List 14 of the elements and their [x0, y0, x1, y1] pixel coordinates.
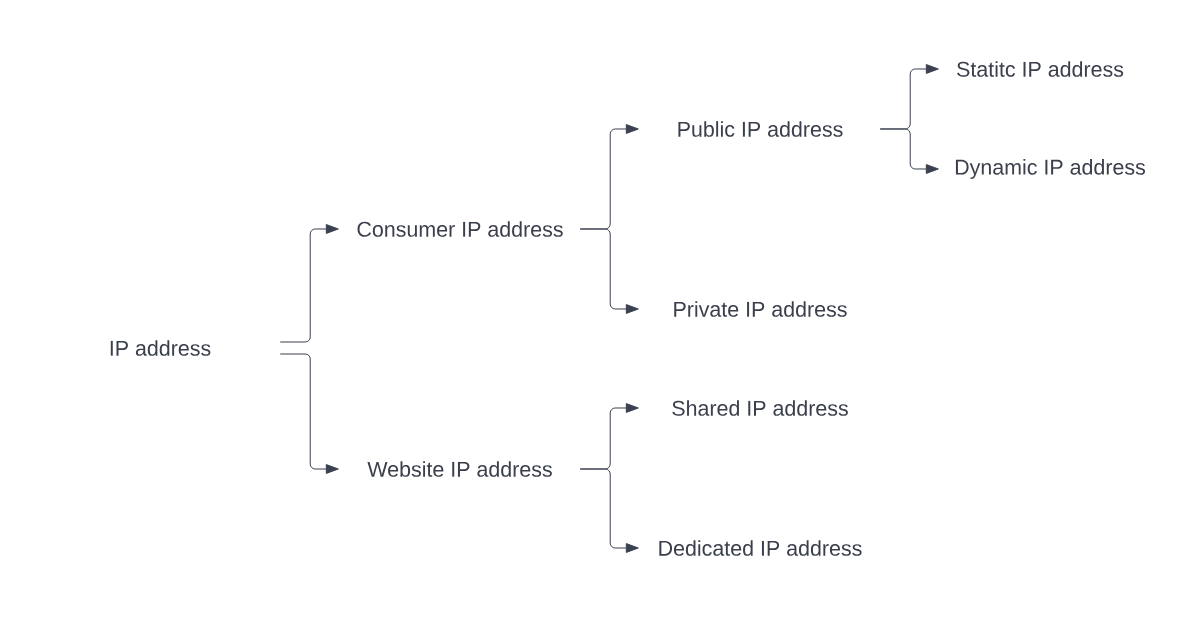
arrow [579, 468, 639, 553]
tree-label: IP address [110, 340, 211, 356]
tree-label: Public IP address [678, 121, 843, 137]
arrow [279, 224, 339, 343]
arrow [279, 353, 339, 474]
tree-label: Private IP address [674, 301, 847, 317]
tree-label: Dedicated IP address [659, 540, 862, 556]
arrow [579, 228, 639, 314]
tree-label: Shared IP address [672, 400, 848, 416]
tree-label: Dynamic IP address [955, 159, 1146, 179]
tree-label: Website IP address [367, 461, 552, 477]
arrow [879, 128, 939, 174]
tree-label: Statitc IP address [957, 61, 1124, 77]
tree-label: Consumer IP address [357, 221, 563, 237]
